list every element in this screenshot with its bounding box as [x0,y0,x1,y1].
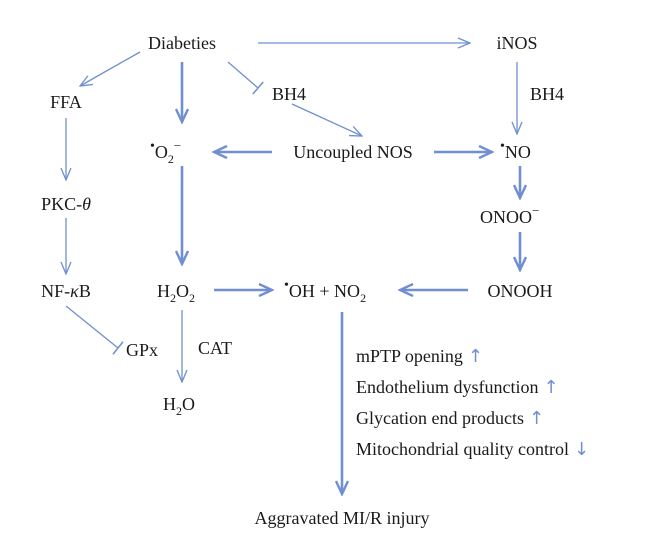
h2o-o: O [182,394,195,414]
node-ffa: FFA [50,92,82,112]
h2o-h: H [163,394,176,414]
h2o2-sub1: 2 [170,291,176,305]
pkc-base: PKC- [41,194,82,214]
onoo-base: ONOO [480,207,532,227]
node-onooh: ONOOH [488,281,553,301]
h2o-sub: 2 [176,404,182,418]
node-uncoupled-nos: Uncoupled NOS [293,142,413,162]
trend-up-icon: ↑ [543,377,558,398]
superoxide-o: O [155,142,168,162]
node-oh-no2: •OH + NO2 [284,278,366,305]
effect-item: Endothelium dysfunction↑ [356,377,559,398]
trend-up-icon: ↑ [468,346,483,367]
oh-sub: 2 [360,291,366,305]
effect-item: Mitochondrial quality control↓ [356,439,589,460]
edge-bh4-uncoupled [291,103,362,136]
node-h2o: H2O [163,394,195,418]
edges [66,43,520,494]
h2o2-o: O [176,281,189,301]
node-onoo: ONOO− [480,203,539,227]
label-bh4-right: BH4 [530,84,564,104]
superoxide-radical-dot: • [150,139,155,154]
h2o2-h: H [157,281,170,301]
node-gpx: GPx [126,340,158,360]
node-no: •NO [500,139,531,162]
node-pkc-theta: PKC-θ [41,194,91,214]
nfkb-kappa: κ [70,281,79,301]
nfkb-b: B [79,281,91,301]
edge-diabeties-ffa [80,51,141,86]
superoxide-sub: 2 [168,152,174,166]
node-h2o2: H2O2 [157,281,195,305]
no-text: NO [505,142,531,162]
edge-nfkb-gpx-inhibit [65,305,124,355]
oh-text: OH + NO [289,281,360,301]
effects-list: mPTP opening↑ Endothelium dysfunction↑ G… [356,346,589,460]
node-outcome: Aggravated MI/R injury [255,508,430,528]
node-bh4-mid: BH4 [272,84,306,104]
no-radical-dot: • [500,139,505,154]
node-inos: iNOS [496,33,537,53]
label-cat: CAT [198,338,232,358]
effect-item: Glycation end products↑ [356,408,544,429]
trend-up-icon: ↑ [529,408,544,429]
oh-radical-dot: • [284,278,289,293]
onoo-sup: − [532,203,539,218]
effect-item: mPTP opening↑ [356,346,483,367]
node-superoxide: •O2− [150,138,181,166]
trend-down-icon: ↓ [574,439,589,460]
node-nfkb: NF-κB [41,281,91,301]
pkc-theta: θ [82,194,91,214]
nodes: Diabeties iNOS FFA BH4 BH4 •O2− Uncouple… [41,33,564,528]
node-diabeties: Diabeties [148,33,216,53]
nfkb-base: NF- [41,281,70,301]
h2o2-sub2: 2 [189,291,195,305]
superoxide-sup: − [174,138,181,153]
edge-diabeties-bh4-inhibit [227,61,264,95]
